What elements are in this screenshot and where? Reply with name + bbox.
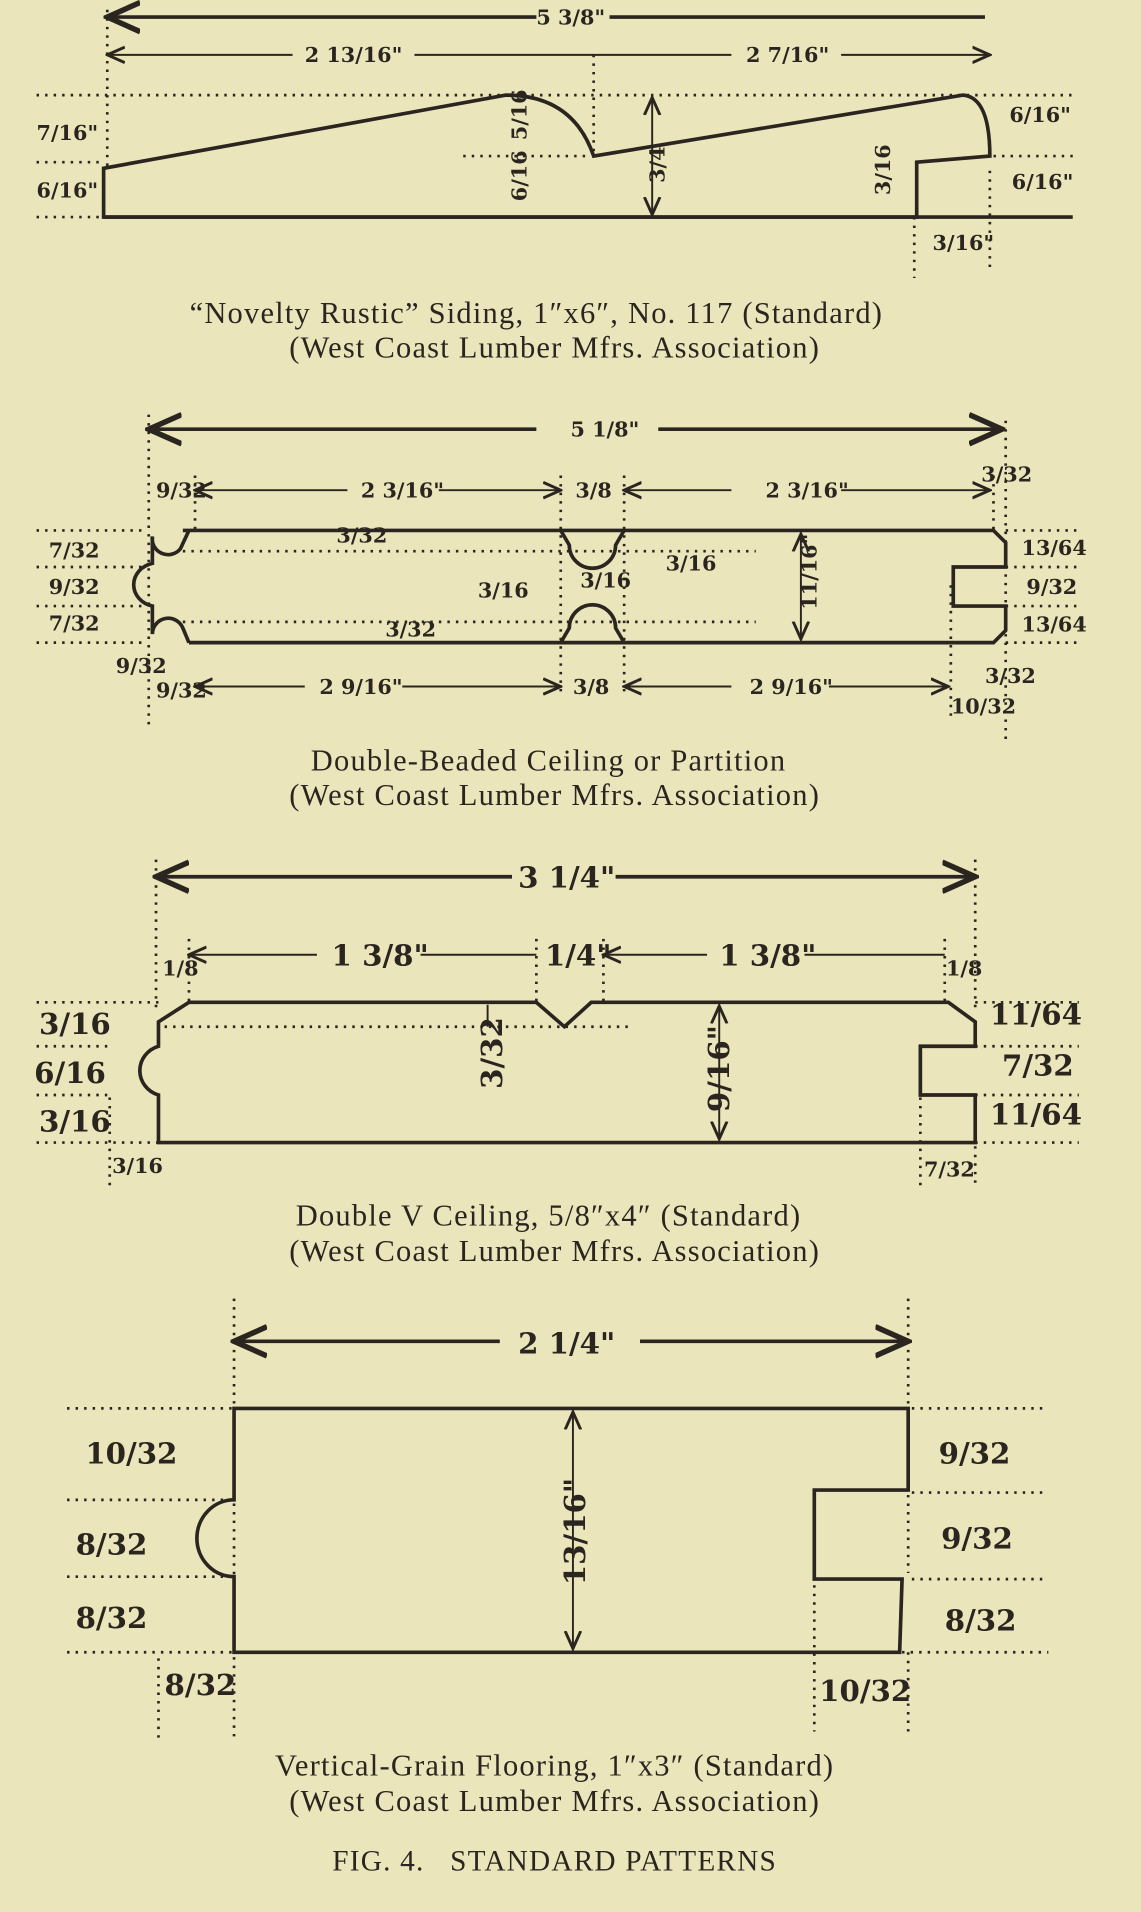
dim-r3: 13/64 xyxy=(1022,613,1087,637)
dim-right-bottom: 6/16" xyxy=(1012,170,1074,194)
dim-r4: 7/32 xyxy=(924,1158,975,1182)
source-double-beaded: (West Coast Lumber Mfrs. Association) xyxy=(289,778,820,812)
novelty-rustic-diagram: 5 3/8" 2 13/16" 2 7/16" 7/16" 6/16" 6/16… xyxy=(36,5,1074,279)
dim-l2: 9/32 xyxy=(49,575,100,599)
dim-r3: 11/64 xyxy=(990,1097,1082,1131)
dim-face-left: 2 3/16" xyxy=(361,479,444,503)
dim-height: 3/4 xyxy=(645,146,669,182)
dim-i4: 3/16 xyxy=(580,569,631,593)
source-novelty-rustic: (West Coast Lumber Mfrs. Association) xyxy=(289,330,820,364)
dim-thickness: 11/16" xyxy=(798,534,822,610)
dim-center-upper: 5/16 xyxy=(508,89,532,140)
dim-l3: 3/16 xyxy=(39,1105,111,1139)
dim-l3: 7/32 xyxy=(49,611,100,635)
dim-l1: 3/16 xyxy=(39,1007,111,1041)
caption-double-v: Double V Ceiling, 5/8″x4″ (Standard) xyxy=(296,1198,802,1232)
dim-step: 3/16 xyxy=(871,144,895,195)
dim-bottom-mid: 3/8 xyxy=(573,675,609,699)
figure-title: FIG. 4. STANDARD PATTERNS xyxy=(332,1846,777,1878)
dim-l2: 6/16 xyxy=(34,1056,106,1090)
dim-left-top: 7/16" xyxy=(37,121,99,145)
dim-r2: 7/32 xyxy=(1002,1048,1074,1082)
dim-f1: 1 3/8" xyxy=(332,939,429,973)
dim-f2: 1 3/8" xyxy=(719,939,816,973)
dim-r4: 10/32 xyxy=(819,1674,911,1708)
dim-e2: 1/8 xyxy=(946,957,982,981)
dim-r1: 11/64 xyxy=(990,997,1082,1031)
dim-i1: 3/32 xyxy=(336,524,387,548)
dim-r3: 8/32 xyxy=(945,1603,1017,1637)
dim-left: 2 13/16" xyxy=(305,43,403,67)
double-beaded-diagram: 5 1/8" 9/32 2 3/16" 3/8 2 3/16" 3/32 7/3… xyxy=(36,415,1087,744)
dim-bead: 3/8 xyxy=(575,479,611,503)
dim-face-right: 2 3/16" xyxy=(766,479,849,503)
dim-bottom-r: 10/32 xyxy=(951,694,1016,718)
dim-r1: 9/32 xyxy=(939,1436,1011,1470)
dim-thickness: 13/16" xyxy=(558,1478,592,1585)
dim-right: 2 7/16" xyxy=(746,43,829,67)
dim-v: 1/4" xyxy=(545,939,612,973)
dim-v-depth: 3/32 xyxy=(475,1017,509,1089)
dim-thickness: 9/16" xyxy=(702,1025,736,1112)
dim-edge-right: 3/32 xyxy=(981,463,1032,487)
dim-overall: 3 1/4" xyxy=(518,861,615,895)
dim-center-lower: 6/16 xyxy=(508,150,532,201)
caption-novelty-rustic: “Novelty Rustic” Siding, 1″x6″, No. 117 … xyxy=(190,296,884,330)
source-flooring: (West Coast Lumber Mfrs. Association) xyxy=(289,1784,820,1818)
dim-l1: 7/32 xyxy=(49,538,100,562)
dim-edge-left: 9/32 xyxy=(156,479,207,503)
dim-bottom-r2: 3/32 xyxy=(985,664,1036,688)
dim-bottom-right: 2 9/16" xyxy=(750,675,833,699)
dim-r1: 13/64 xyxy=(1022,536,1087,560)
dim-left-bottom: 6/16" xyxy=(37,179,99,203)
dim-overall: 2 1/4" xyxy=(518,1327,615,1361)
dim-right-top: 6/16" xyxy=(1009,103,1071,127)
dim-r2: 9/32 xyxy=(1026,575,1077,599)
dim-i2: 3/32 xyxy=(385,618,436,642)
dim-l4: 8/32 xyxy=(165,1668,237,1702)
dim-l3: 8/32 xyxy=(76,1601,148,1635)
dim-l2: 8/32 xyxy=(76,1528,148,1562)
dim-l4: 3/16 xyxy=(112,1154,163,1178)
caption-double-beaded: Double-Beaded Ceiling or Partition xyxy=(311,744,786,778)
flooring-diagram: 2 1/4" 10/32 8/32 8/32 8/32 13/16" 9/32 … xyxy=(67,1298,1049,1738)
double-v-diagram: 3 1/4" 1/8 1 3/8" 1/4" 1 3/8" 1/8 3/16 6… xyxy=(34,860,1082,1189)
dim-r2: 9/32 xyxy=(941,1522,1013,1556)
dim-i3: 3/16 xyxy=(478,578,529,602)
dim-e1: 1/8 xyxy=(162,957,198,981)
source-double-v: (West Coast Lumber Mfrs. Association) xyxy=(289,1234,820,1268)
dim-l5: 9/32 xyxy=(156,678,207,702)
dim-bottom-left: 2 9/16" xyxy=(319,675,402,699)
dim-i5: 3/16 xyxy=(666,552,717,576)
dim-l4: 9/32 xyxy=(116,654,167,678)
dim-lap: 3/16" xyxy=(933,231,995,255)
dim-l1: 10/32 xyxy=(85,1436,177,1470)
dim-overall: 5 1/8" xyxy=(571,418,640,442)
dim-overall: 5 3/8" xyxy=(536,5,605,29)
caption-flooring: Vertical-Grain Flooring, 1″x3″ (Standard… xyxy=(275,1748,834,1782)
